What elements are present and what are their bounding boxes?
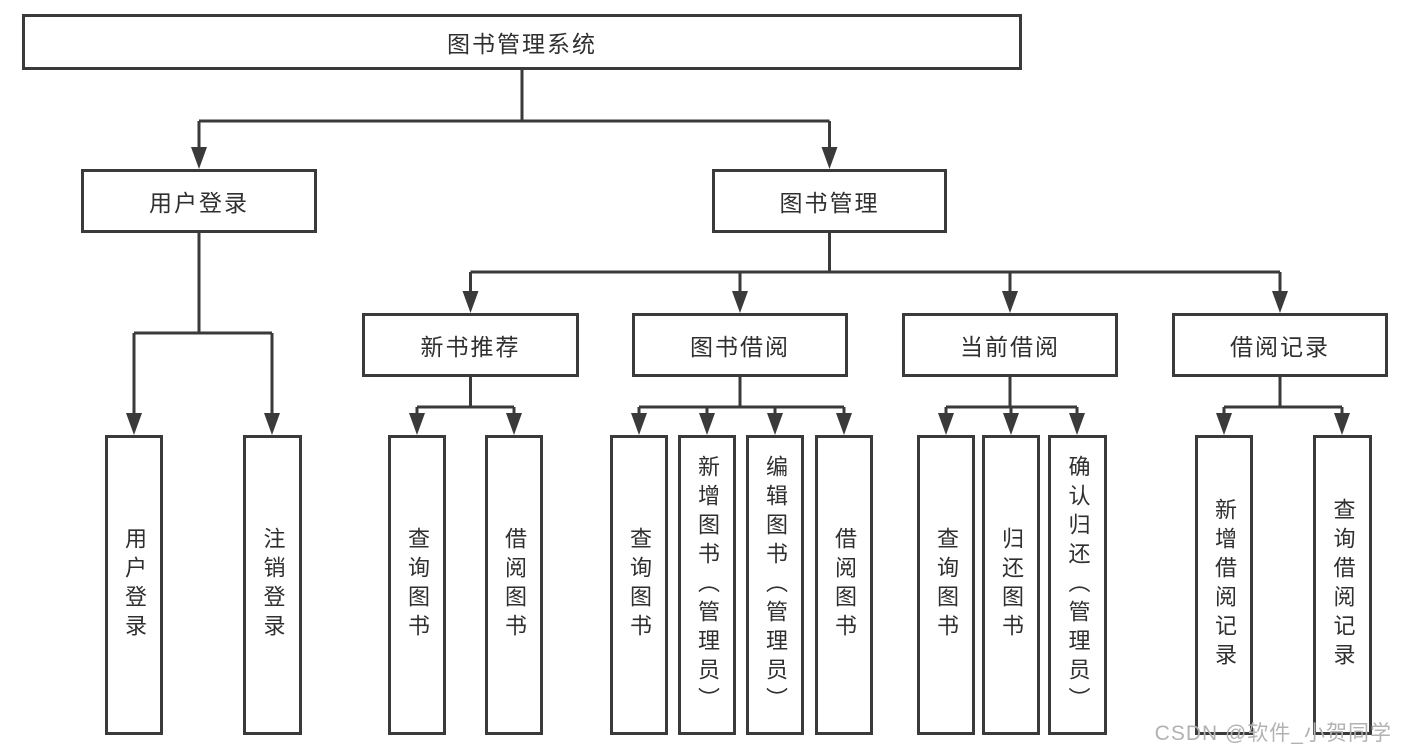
- node-label: 当前借阅: [960, 334, 1060, 360]
- node-label: 新增图书（管理员）: [695, 454, 720, 716]
- node-user-login: 用户登录: [81, 169, 317, 233]
- node-label: 图书管理: [779, 190, 880, 216]
- node-label: 图书借阅: [690, 334, 790, 360]
- leaf-newbooks-query-books: 查询图书: [388, 435, 446, 735]
- node-label: 查询图书: [627, 527, 652, 643]
- node-label: 查询图书: [934, 527, 959, 643]
- leaf-borrowing-edit-books-admin: 编辑图书（管理员）: [746, 435, 804, 735]
- node-label: 用户登录: [149, 190, 249, 216]
- node-label: 借阅记录: [1230, 334, 1330, 360]
- connector-newbooks-to-leaves: [409, 377, 522, 435]
- connector-userlogin-to-leaves: [126, 233, 280, 435]
- connector-borrowrecords-to-leaves: [1216, 377, 1350, 435]
- node-label: 借阅图书: [502, 527, 527, 643]
- leaf-current-return-books: 归还图书: [982, 435, 1040, 735]
- connector-bookmgmt-to-level3: [462, 233, 1288, 313]
- leaf-newbooks-borrow-books: 借阅图书: [485, 435, 543, 735]
- node-label: 查询图书: [405, 527, 430, 643]
- node-label: 归还图书: [999, 527, 1024, 643]
- node-label: 借阅图书: [832, 527, 857, 643]
- connector-bookborrow-to-leaves: [631, 377, 852, 435]
- leaf-user-login: 用户登录: [105, 435, 163, 735]
- node-label: 新增借阅记录: [1212, 498, 1237, 672]
- leaf-current-confirm-return-admin: 确认归还（管理员）: [1048, 435, 1107, 735]
- node-label: 注销登录: [260, 527, 286, 643]
- leaf-records-add-borrow-record: 新增借阅记录: [1195, 435, 1253, 735]
- node-book-management: 图书管理: [712, 169, 947, 233]
- node-label: 查询借阅记录: [1330, 498, 1356, 672]
- leaf-borrowing-borrow-books: 借阅图书: [815, 435, 873, 735]
- node-library-management-system: 图书管理系统: [22, 14, 1022, 70]
- leaf-current-query-books: 查询图书: [917, 435, 975, 735]
- leaf-borrowing-add-books-admin: 新增图书（管理员）: [678, 435, 736, 735]
- node-label: 用户登录: [122, 527, 147, 643]
- csdn-watermark: CSDN @软件_小贺同学: [1154, 722, 1392, 745]
- leaf-logout: 注销登录: [243, 435, 302, 735]
- node-current-borrowing: 当前借阅: [902, 313, 1118, 377]
- node-new-book-recommendation: 新书推荐: [362, 313, 579, 377]
- connector-root-to-level2: [191, 70, 838, 169]
- leaf-records-query-borrow-record: 查询借阅记录: [1313, 435, 1372, 735]
- node-borrowing-records: 借阅记录: [1172, 313, 1388, 377]
- node-label: 新书推荐: [420, 334, 521, 360]
- node-book-borrowing: 图书借阅: [632, 313, 848, 377]
- node-label: 图书管理系统: [447, 31, 597, 57]
- leaf-borrowing-query-books: 查询图书: [610, 435, 668, 735]
- node-label: 编辑图书（管理员）: [763, 454, 788, 716]
- node-label: 确认归还（管理员）: [1065, 454, 1091, 716]
- connector-currentborrow-to-leaves: [938, 377, 1085, 435]
